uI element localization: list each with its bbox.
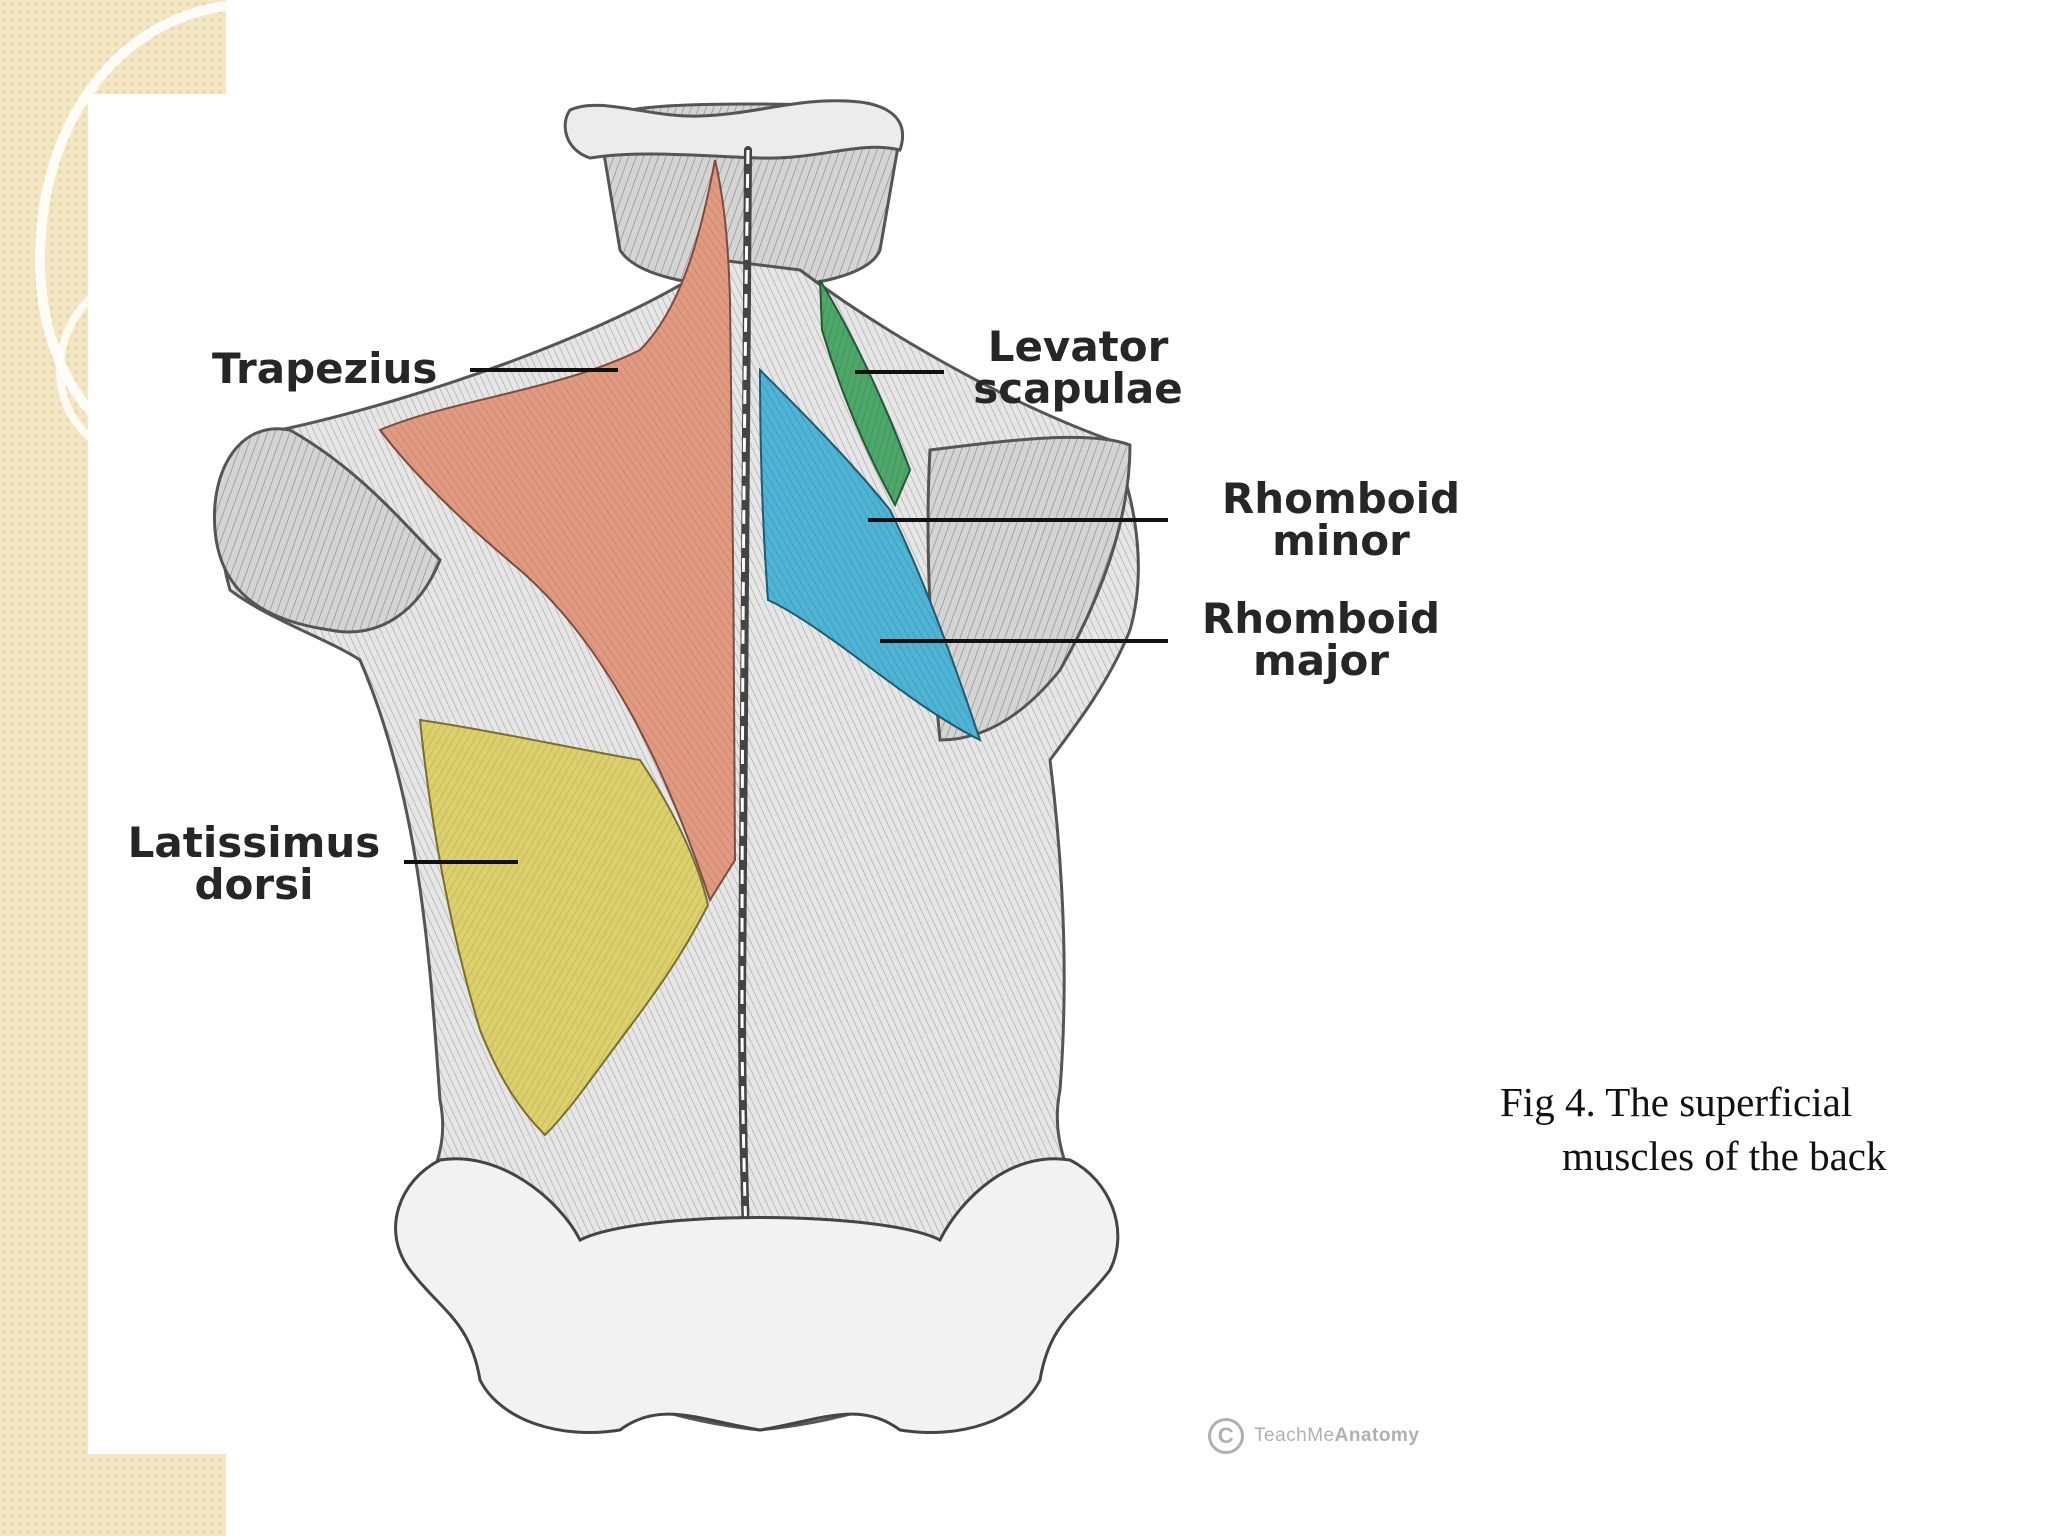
label-rhomboid-major: Rhomboid major — [1188, 598, 1454, 682]
levator-scapulae-muscle — [819, 279, 912, 508]
label-latissimus-line2: dorsi — [194, 860, 314, 909]
label-rhomboid-major-line1: Rhomboid — [1201, 594, 1441, 643]
latissimus-dorsi-muscle — [418, 718, 710, 1137]
label-rhomboid-minor-line2: minor — [1272, 516, 1410, 565]
pelvis — [394, 1157, 1120, 1435]
label-trapezius: Trapezius — [212, 348, 437, 390]
trapezius-muscle — [378, 159, 737, 903]
label-levator-scapulae: Levator scapulae — [964, 326, 1192, 410]
back-muscles-illustration — [212, 99, 1140, 1435]
caption-line2: muscles of the back — [1562, 1133, 1887, 1179]
watermark-brand: Anatomy — [1334, 1425, 1420, 1446]
skull-base — [563, 99, 905, 160]
left-shoulder — [212, 427, 442, 634]
leader-lines — [404, 368, 1168, 864]
copyright-icon: C — [1208, 1418, 1244, 1454]
watermark-text: TeachMeAnatomy — [1254, 1425, 1419, 1447]
label-rhomboid-major-line2: major — [1252, 636, 1390, 685]
watermark: C TeachMeAnatomy — [1208, 1416, 1419, 1456]
label-latissimus-dorsi: Latissimus dorsi — [118, 822, 390, 906]
label-rhomboid-minor: Rhomboid minor — [1208, 478, 1474, 562]
label-levator-line2: scapulae — [973, 364, 1183, 413]
caption-line1: Fig 4. The superficial — [1500, 1079, 1853, 1125]
watermark-prefix: TeachMe — [1254, 1425, 1335, 1446]
label-latissimus-line1: Latissimus — [127, 818, 381, 867]
rhomboid-muscles — [758, 367, 982, 742]
label-rhomboid-minor-line1: Rhomboid — [1221, 474, 1461, 523]
figure-caption: Fig 4. The superficial muscles of the ba… — [1500, 1075, 1980, 1183]
label-levator-line1: Levator — [987, 322, 1169, 371]
label-trapezius-text: Trapezius — [212, 344, 438, 393]
